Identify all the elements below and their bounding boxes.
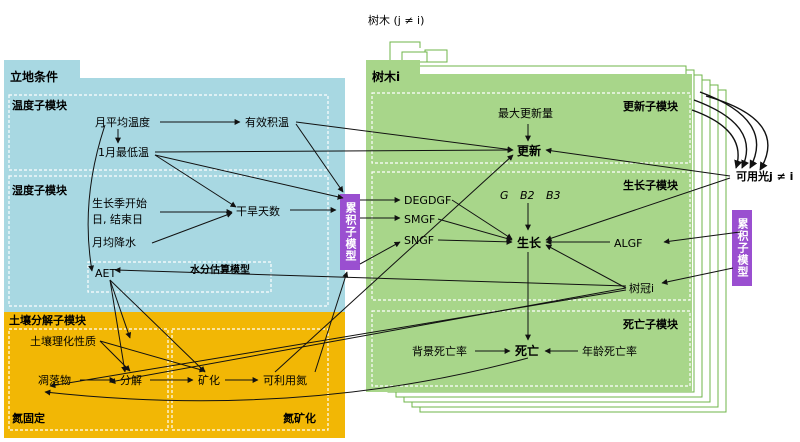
arrow: [661, 267, 734, 285]
growing-season-line2: 日, 结束日: [92, 213, 143, 226]
decomposition: 分解: [120, 373, 142, 387]
soil-title: 土壤分解子模块: [9, 313, 87, 327]
light-competition-arrows: [691, 91, 769, 171]
arrow: [99, 340, 206, 373]
accumulation-submodel-right: 累积子模型: [732, 210, 752, 286]
arrow: [663, 231, 741, 245]
arrow: [49, 289, 627, 389]
tree-stack-tab: [424, 49, 448, 63]
arrow: [154, 147, 514, 154]
site-conditions-panel: 立地条件 温度子模块 湿度子模块 水分估算模型: [4, 60, 345, 318]
monthly-precip: 月均降水: [92, 235, 136, 249]
accumulation-box: [732, 210, 752, 286]
moisture-submodule-label: 湿度子模块: [12, 183, 68, 197]
aet: AET: [95, 267, 116, 280]
mortality-submodule-label: 死亡子模块: [623, 317, 679, 331]
growing-season-line1: 生长季开始: [92, 196, 147, 210]
regeneration-submodule-label: 更新子模块: [623, 99, 679, 113]
arrow: [295, 121, 514, 153]
arrow: [154, 154, 237, 208]
arrow: [99, 340, 131, 372]
accumulation-label: 累积子模型: [736, 218, 749, 278]
mortality-submodule-box: [371, 310, 691, 387]
arrow: [44, 357, 529, 402]
growth-submodule-box: [371, 171, 691, 301]
nitrogen-mineralization-box: [171, 328, 329, 431]
arrow: [545, 177, 731, 242]
available-light: 可用光j ≠ i: [736, 169, 793, 183]
age-mortality: 年龄死亡率: [582, 344, 637, 358]
nitrogen-mineralization-label: 氮矿化: [283, 411, 316, 425]
arrow: [109, 279, 128, 373]
regeneration: 更新: [517, 143, 541, 158]
drought-days: 干旱天数: [236, 205, 280, 218]
arrow: [437, 218, 513, 242]
arrow: [699, 91, 758, 169]
arrow: [691, 109, 743, 169]
algf: ALGF: [614, 237, 643, 250]
site-title: 立地条件: [10, 69, 58, 84]
arrow: [314, 271, 349, 373]
arrow: [274, 154, 514, 373]
param-g: G: [500, 189, 509, 202]
temperature-submodule-label: 温度子模块: [12, 98, 68, 112]
arrow: [545, 147, 731, 177]
smgf: SMGF: [404, 213, 435, 226]
january-min-temp: 1月最低温: [98, 146, 149, 159]
arrow: [109, 279, 206, 373]
tree-stack-bracket: [389, 41, 421, 62]
background-mortality: 背景死亡率: [412, 344, 467, 358]
arrow: [545, 244, 627, 289]
nitrogen-fixation-label: 氮固定: [12, 411, 45, 425]
effective-accum-temp: 有效积温: [245, 115, 289, 129]
arrow: [451, 199, 513, 240]
crown: 树冠i: [629, 281, 654, 295]
moisture-submodule-box: [8, 175, 329, 307]
degdgf: DEGDGF: [404, 194, 451, 207]
arrow: [151, 212, 233, 244]
soil-properties: 土壤理化性质: [30, 334, 96, 348]
arrow: [437, 238, 513, 245]
arrow: [295, 123, 344, 193]
arrow: [114, 267, 627, 287]
arrow: [87, 124, 106, 272]
growth: 生长: [517, 235, 542, 250]
available-nitrogen: 可利用氮: [263, 373, 307, 387]
arrow: [359, 241, 401, 265]
regeneration-submodule-box: [371, 92, 691, 164]
connections: [44, 119, 741, 402]
param-b2: B2: [520, 189, 535, 202]
arrow: [693, 99, 749, 169]
mineralization: 矿化: [198, 373, 220, 387]
death: 死亡: [515, 343, 539, 358]
accumulation-box: [340, 194, 360, 270]
growth-submodule-label: 生长子模块: [623, 178, 679, 192]
soil-panel: 土壤分解子模块 氮固定 氮矿化: [4, 312, 345, 438]
soil-panel-bg: [4, 312, 345, 438]
other-trees-label: 树木 (j ≠ i): [368, 13, 424, 27]
temperature-submodule-box: [8, 94, 329, 171]
tree-title: 树木i: [372, 69, 400, 84]
arrow: [109, 287, 627, 384]
monthly-mean-temp: 月平均温度: [95, 115, 150, 129]
accumulation-submodel-left: 累积子模型: [340, 194, 360, 270]
max-regeneration: 最大更新量: [498, 106, 553, 120]
arrow: [109, 279, 132, 339]
accumulation-label: 累积子模型: [344, 202, 357, 262]
param-b3: B3: [546, 189, 561, 202]
water-model-box: [87, 261, 272, 293]
arrow: [154, 154, 344, 200]
